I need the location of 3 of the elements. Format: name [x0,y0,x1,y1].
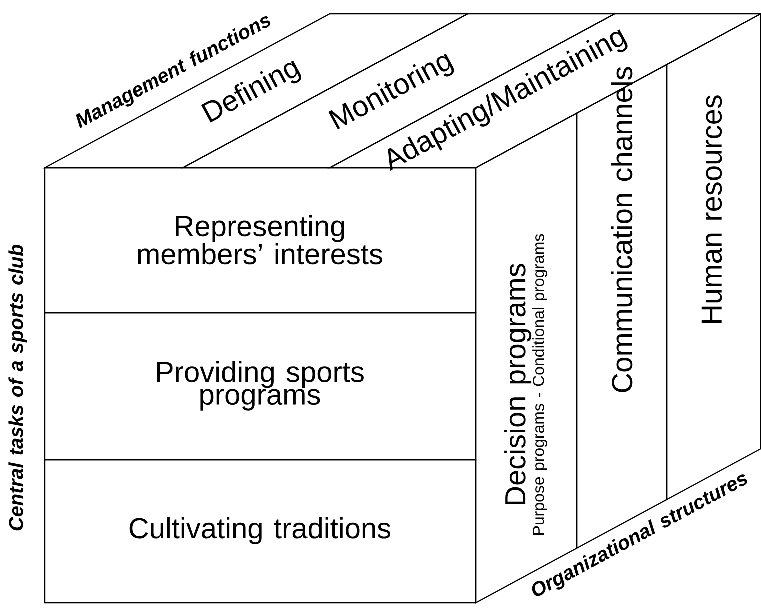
axis-label: Central tasks of a sports club [8,244,28,531]
task-row: Providing sports programs [44,312,477,461]
task-row: Cultivating traditions [44,459,477,604]
